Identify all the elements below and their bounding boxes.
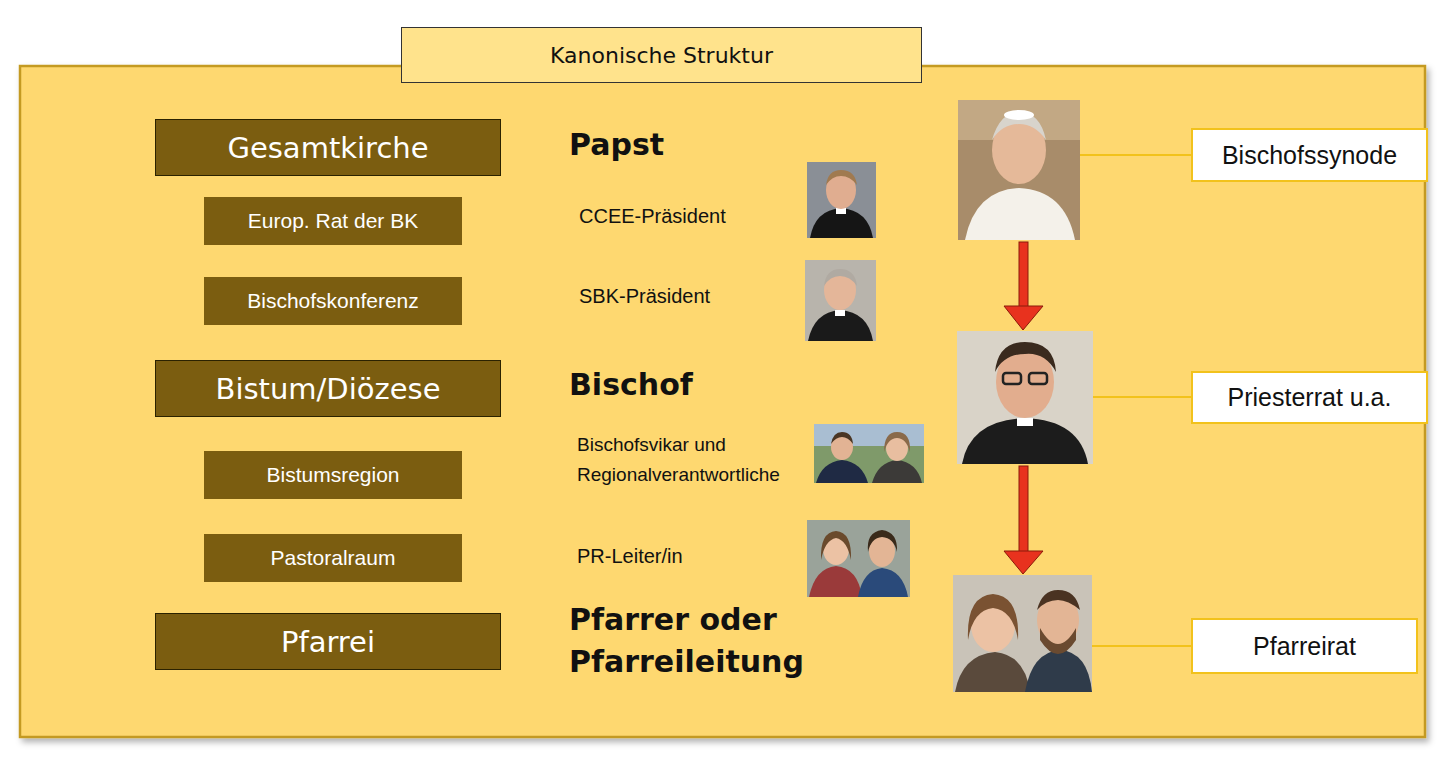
office-label: PR-Leiter/in (577, 543, 683, 569)
level-box: Gesamtkirche (155, 119, 501, 176)
bishop-photo (957, 331, 1093, 464)
box-text: Pastoralraum (271, 546, 396, 570)
pastoral-area-lead-photo (807, 520, 910, 597)
office-label: SBK-Präsident (579, 283, 710, 309)
leader-line (1080, 154, 1191, 156)
box-text: Priesterrat u.a. (1228, 383, 1392, 412)
box-text: Bischofssynode (1222, 141, 1397, 170)
office-label: Pfarrer oder Pfarreileitung (569, 599, 889, 683)
box-text: Pfarrei (281, 625, 375, 659)
leader-line (1092, 645, 1191, 647)
sbk-president-photo (805, 260, 876, 341)
council-box: Bischofssynode (1191, 128, 1428, 182)
level-box: Pfarrei (155, 613, 501, 670)
office-label: Papst (569, 124, 664, 166)
council-box: Priesterrat u.a. (1191, 371, 1428, 424)
sublevel-box: Pastoralraum (204, 534, 462, 582)
council-box: Pfarreirat (1191, 618, 1418, 674)
box-text: Gesamtkirche (227, 131, 428, 165)
office-label: Bischofsvikar und Regionalverantwortlich… (577, 430, 809, 490)
bishop-vicar-photo (814, 424, 924, 483)
office-label: Bischof (569, 364, 693, 406)
red-arrow (1004, 242, 1043, 330)
pope-photo (958, 100, 1080, 240)
red-arrow (1004, 466, 1043, 574)
title-box: Kanonische Struktur (401, 27, 922, 83)
box-text: Bischofskonferenz (247, 289, 419, 313)
ccee-president-photo (807, 162, 876, 238)
office-label: CCEE-Präsident (579, 203, 726, 229)
sublevel-box: Bistumsregion (204, 451, 462, 499)
box-text: Pfarreirat (1253, 632, 1356, 661)
sublevel-box: Bischofskonferenz (204, 277, 462, 325)
box-text: Europ. Rat der BK (248, 209, 418, 233)
level-box: Bistum/Diözese (155, 360, 501, 417)
box-text: Bistum/Diözese (216, 372, 441, 406)
leader-line (1093, 396, 1191, 398)
title-text: Kanonische Struktur (550, 43, 773, 68)
couple-photo (953, 575, 1092, 692)
sublevel-box: Europ. Rat der BK (204, 197, 462, 245)
box-text: Bistumsregion (266, 463, 399, 487)
